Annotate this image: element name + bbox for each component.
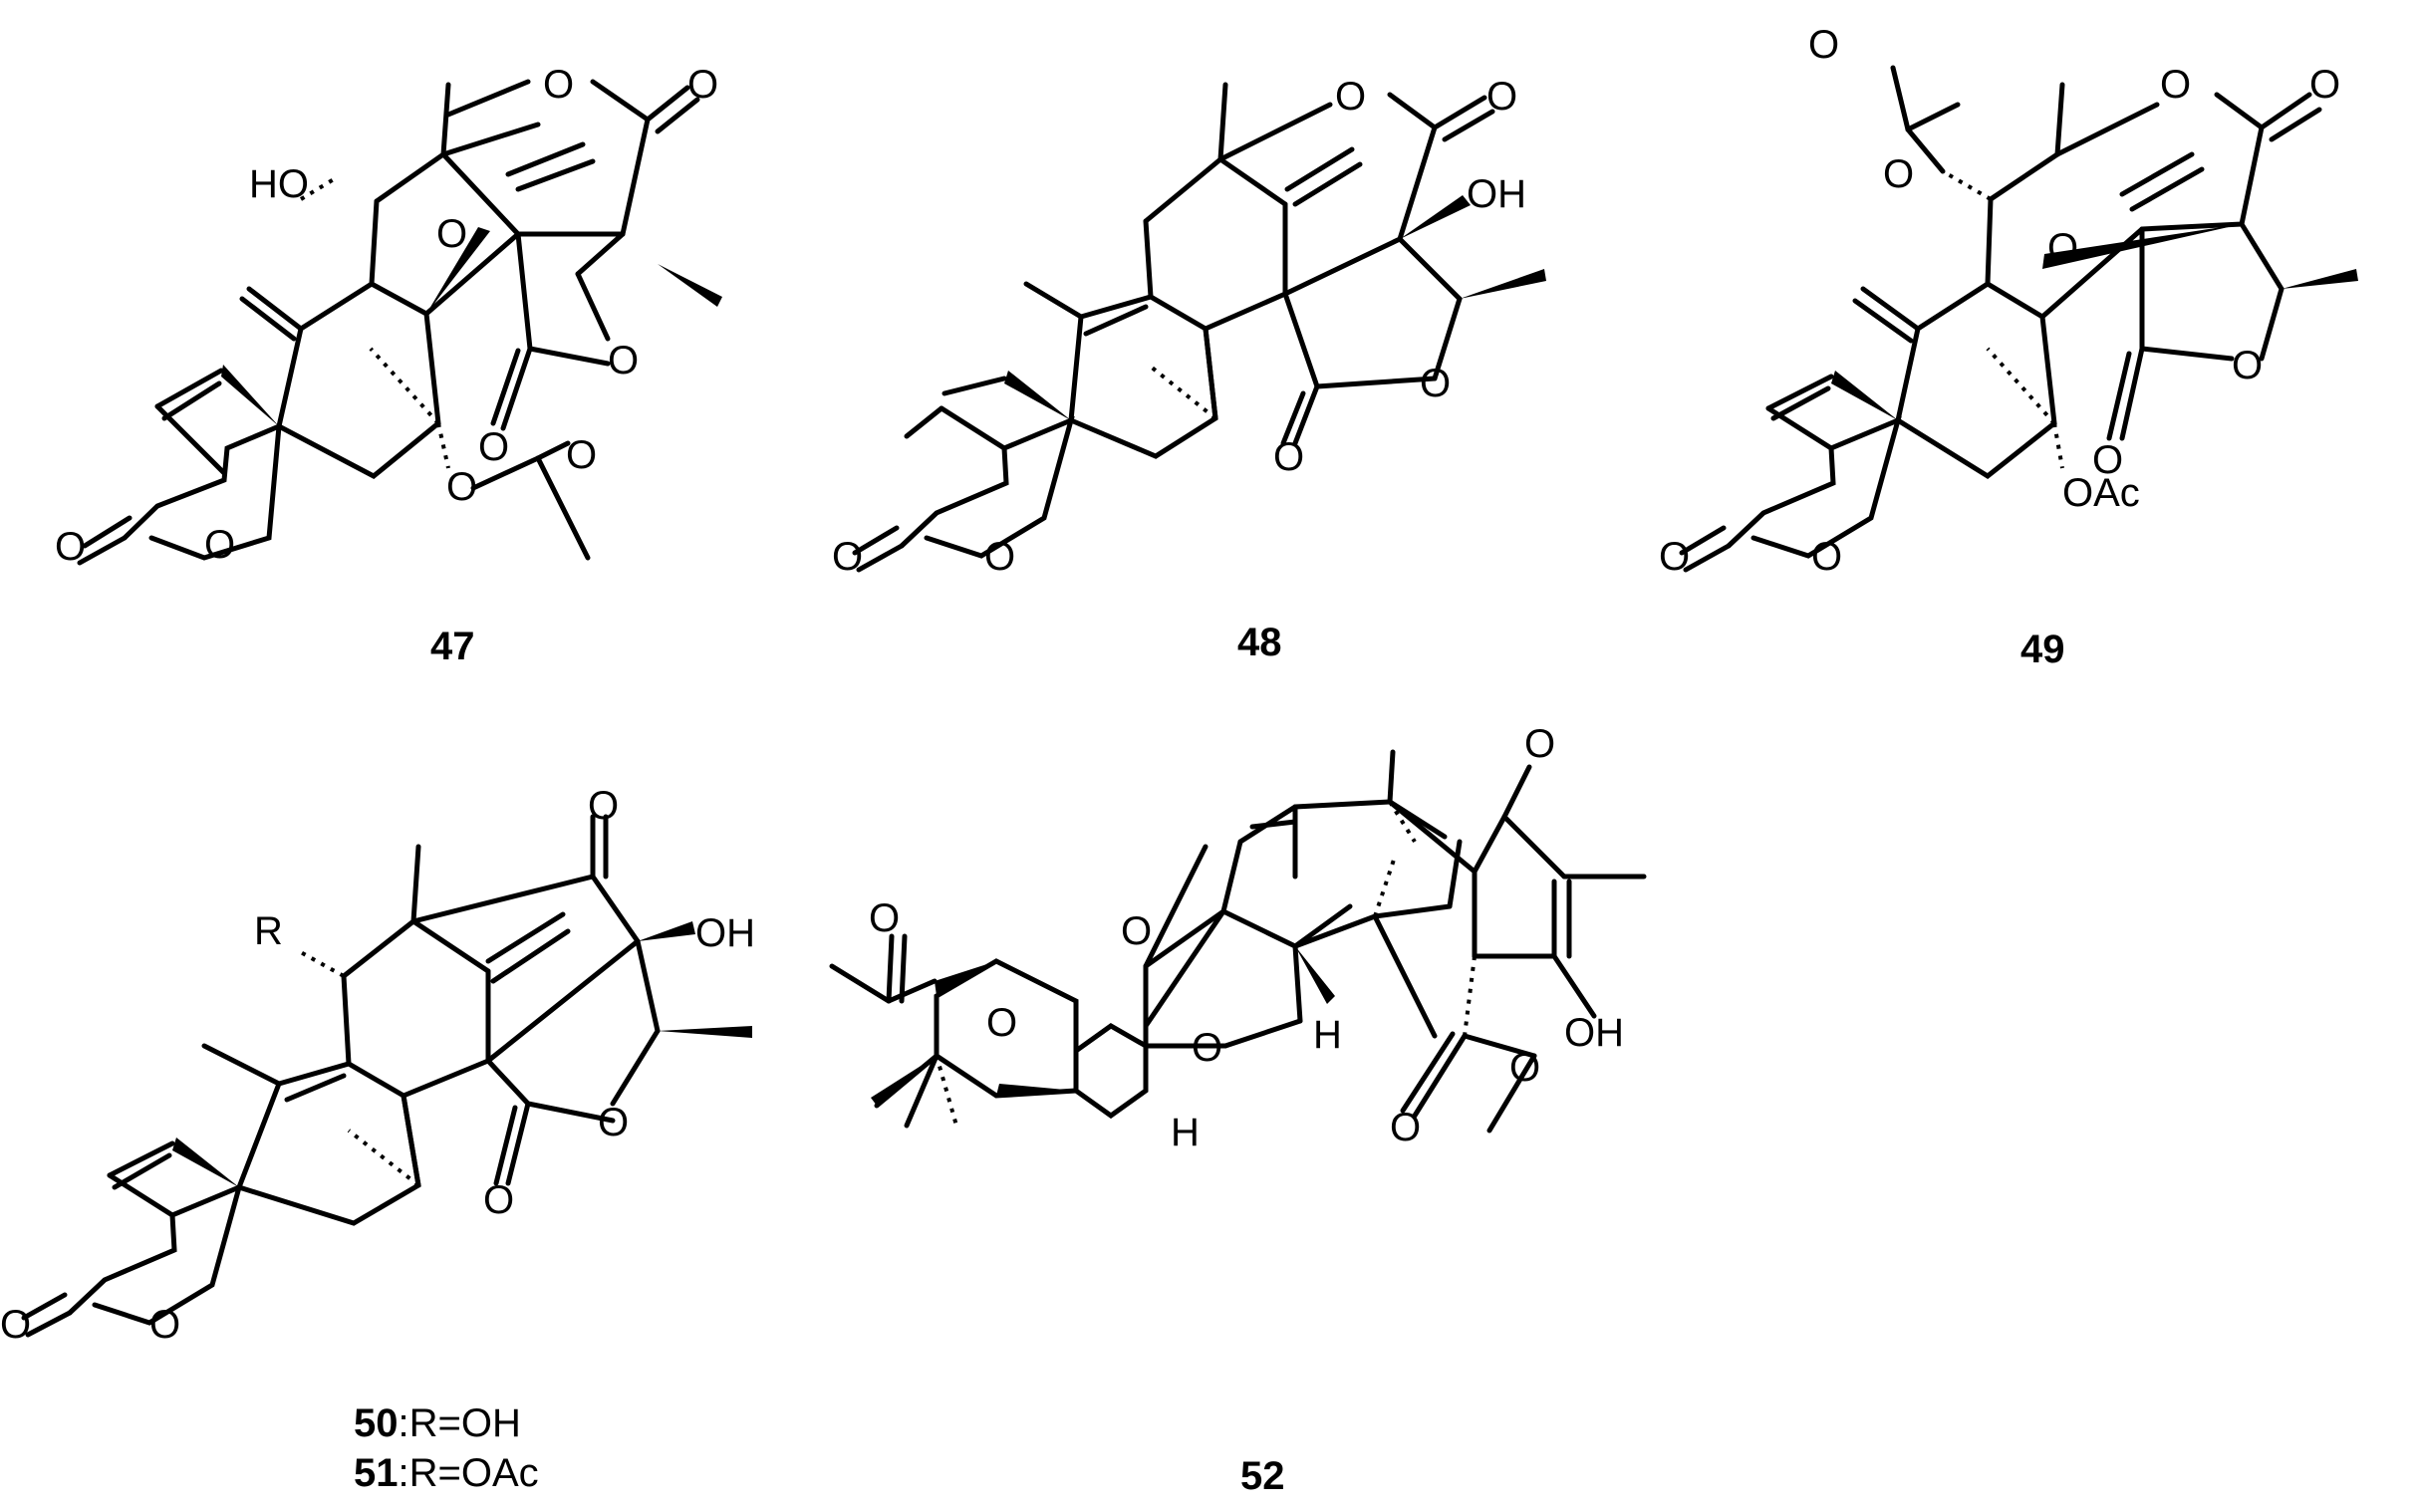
atom-label: O [566, 433, 597, 477]
compound-49-structure [1679, 65, 2358, 573]
atom-label: O [446, 465, 477, 509]
atom-label: O [986, 1001, 1017, 1045]
atom-label: O [1883, 152, 1914, 196]
atom-label: O [543, 63, 574, 107]
atom-label: O [588, 784, 619, 828]
atom-label: O [1524, 722, 1555, 766]
compound-52-label: 52 [1240, 1454, 1285, 1498]
atom-label: O [2309, 63, 2340, 107]
atom-label: O [832, 535, 863, 579]
atom-label: H [1313, 1013, 1342, 1057]
atom-label: O [2047, 226, 2078, 270]
atom-label: O [1390, 1106, 1421, 1149]
compound-47-atoms: O O HO O O O O O O O [55, 63, 718, 569]
compound-48-structure [852, 82, 1546, 573]
compound-50-label: 50:R=OH [354, 1401, 521, 1445]
atom-label: O [149, 1303, 180, 1347]
atom-label: OH [695, 911, 755, 955]
compound-48-label: 48 [1237, 621, 1282, 664]
compound-49-atoms: O O O O O O O OAc O O [1659, 23, 2340, 579]
atom-label: O [1335, 75, 1366, 119]
atom-label: O [1192, 1026, 1222, 1070]
atom-label: H [1171, 1111, 1200, 1154]
atom-label: O [0, 1303, 31, 1347]
atom-label: O [2160, 63, 2191, 107]
atom-label: O [483, 1178, 514, 1222]
atom-label: OH [1564, 1011, 1624, 1055]
atom-label: O [687, 63, 718, 107]
atom-label: O [204, 523, 235, 567]
atom-label: O [436, 212, 467, 256]
compound-47-structure [77, 79, 722, 566]
compound-51-label: 51:R=OAc [354, 1451, 539, 1495]
atom-label: O [608, 339, 639, 382]
compound-47-label: 47 [430, 625, 475, 668]
compound-50-51-structure [21, 814, 752, 1338]
atom-label: O [1420, 362, 1451, 405]
atom-label: O [55, 525, 86, 569]
atom-label: O [1273, 435, 1304, 479]
atom-label: O [1509, 1046, 1540, 1090]
compound-52-structure [829, 749, 1647, 1134]
atom-label: O [2092, 438, 2123, 482]
compound-52-atoms: O O O O O H H OH O O [869, 722, 1624, 1154]
compound-49-label: 49 [2020, 628, 2065, 671]
atom-label: OH [1467, 172, 1526, 216]
atom-label: O [1486, 75, 1517, 119]
atom-label: O [598, 1101, 629, 1144]
atom-label: O [2232, 344, 2263, 387]
atom-label: R [254, 909, 283, 953]
atom-label: O [1808, 23, 1839, 67]
atom-label: O [869, 896, 900, 940]
compound-50-51-atoms: R O OH O O O O [0, 784, 755, 1347]
atom-label: O [1659, 535, 1690, 579]
atom-label: O [478, 425, 509, 469]
atom-label: O [1121, 909, 1152, 953]
atom-label: O [984, 535, 1015, 579]
atom-label: O [1811, 535, 1842, 579]
compound-48-atoms: O O OH O O O O [832, 75, 1526, 579]
atom-label: HO [249, 162, 309, 206]
atom-label: OAc [2062, 471, 2140, 515]
